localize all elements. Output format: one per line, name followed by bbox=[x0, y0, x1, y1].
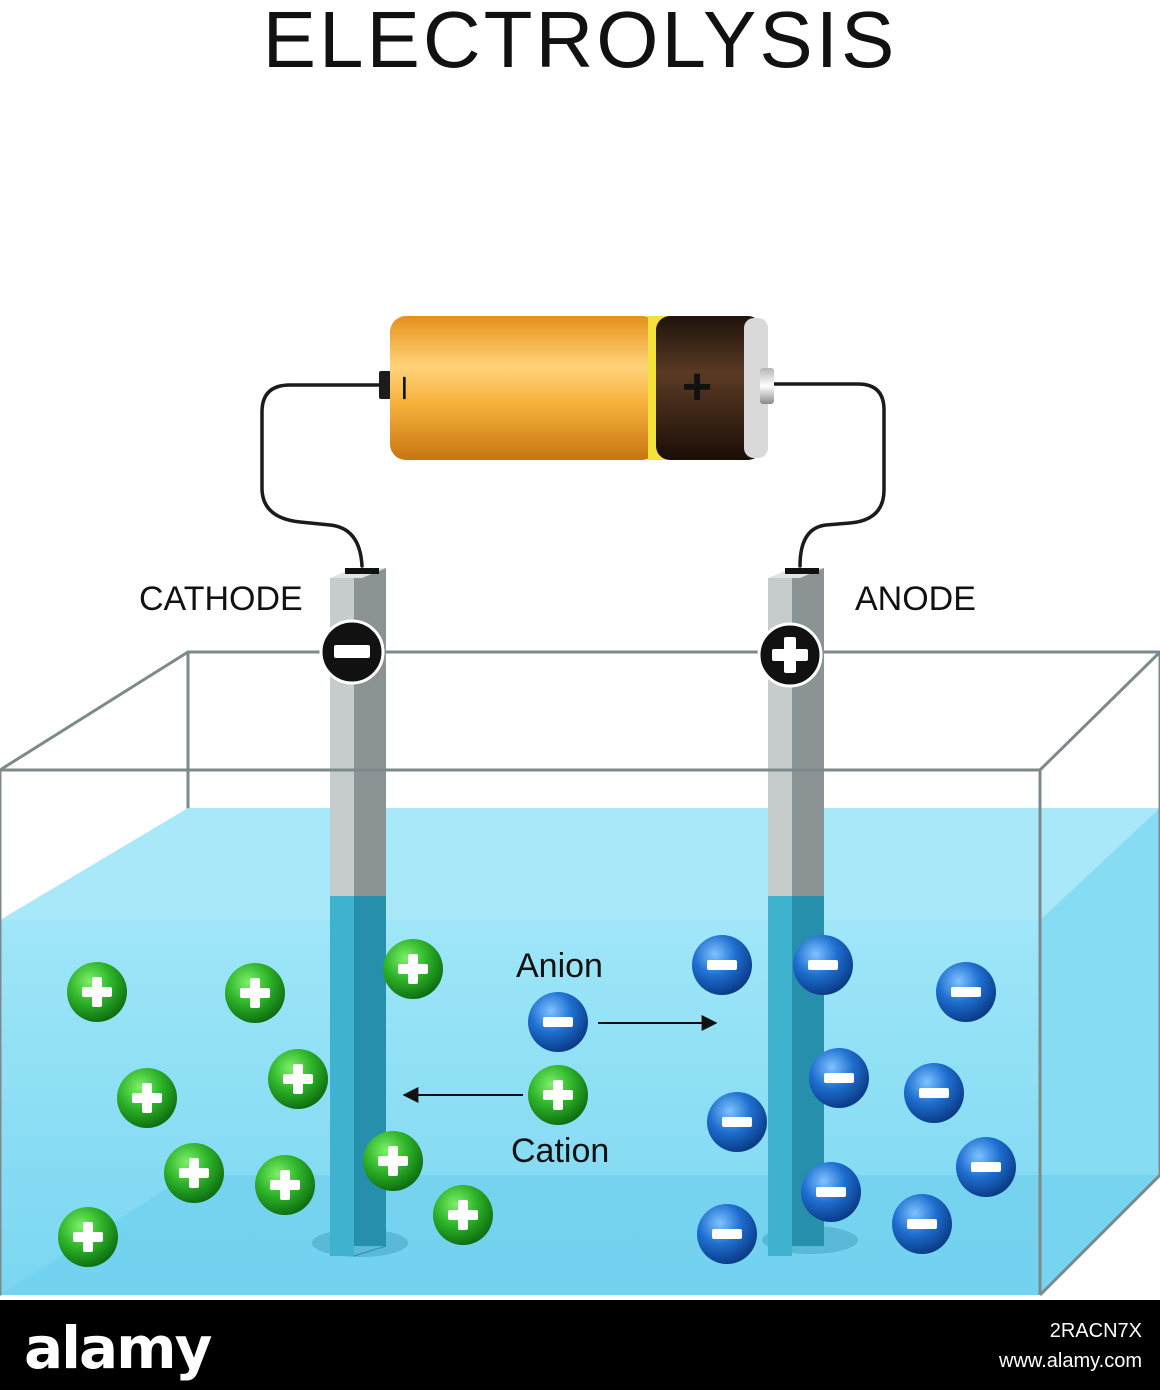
anion-ion bbox=[801, 1162, 861, 1222]
ions bbox=[58, 935, 1016, 1267]
anion-ion bbox=[892, 1194, 952, 1254]
cation-ion bbox=[363, 1131, 423, 1191]
anion-sign-bar bbox=[816, 1187, 846, 1197]
cation-ion bbox=[58, 1207, 118, 1267]
anion-sign-bar bbox=[971, 1162, 1001, 1172]
anode-terminal bbox=[785, 568, 819, 574]
anion-ion bbox=[936, 962, 996, 1022]
anion-ion bbox=[809, 1048, 869, 1108]
cation-ion bbox=[225, 963, 285, 1023]
watermark-site: www.alamy.com bbox=[999, 1350, 1142, 1372]
battery-positive-mark: + bbox=[682, 358, 712, 416]
watermark-bar: alamy 2RACN7X www.alamy.com bbox=[0, 1300, 1160, 1390]
tank-front bbox=[0, 650, 1160, 1297]
wires bbox=[260, 382, 886, 568]
cation-sign-vertical bbox=[280, 1170, 290, 1200]
cation-sign-vertical bbox=[408, 954, 418, 984]
anion-sign-bar bbox=[543, 1017, 573, 1027]
cathode-minus-badge bbox=[319, 619, 385, 685]
cation-ion bbox=[117, 1068, 177, 1128]
anion-sign-bar bbox=[919, 1088, 949, 1098]
anion-sign-bar bbox=[722, 1117, 752, 1127]
cation-ion bbox=[255, 1155, 315, 1215]
anion-label: Anion bbox=[516, 947, 603, 985]
cation-sign-vertical bbox=[293, 1064, 303, 1094]
watermark-logo: alamy bbox=[24, 1314, 212, 1382]
cation-sign-vertical bbox=[388, 1146, 398, 1176]
anode-plus-badge bbox=[757, 622, 823, 688]
battery bbox=[379, 316, 774, 460]
anion-sign-bar bbox=[712, 1229, 742, 1239]
cation-sign-vertical bbox=[189, 1158, 199, 1188]
battery-negative-mark: – bbox=[385, 377, 429, 400]
anion-sign-bar bbox=[707, 960, 737, 970]
cation-sign-vertical bbox=[83, 1222, 93, 1252]
cation-ion bbox=[268, 1049, 328, 1109]
anion-ion bbox=[697, 1204, 757, 1264]
anion-sign-bar bbox=[808, 960, 838, 970]
electrolysis-diagram: – + CATHODE ANODE Anion Cation bbox=[0, 316, 1160, 1297]
anion-ion bbox=[528, 992, 588, 1052]
cation-sign-vertical bbox=[250, 978, 260, 1008]
water bbox=[0, 808, 1160, 1295]
cation-sign-vertical bbox=[142, 1083, 152, 1113]
anode-label: ANODE bbox=[855, 580, 976, 618]
cation-ion bbox=[433, 1185, 493, 1245]
cation-sign-vertical bbox=[92, 977, 102, 1007]
cation-ion bbox=[67, 962, 127, 1022]
cation-ion bbox=[528, 1065, 588, 1125]
cation-sign-vertical bbox=[553, 1080, 563, 1110]
watermark-image-id: 2RACN7X bbox=[1049, 1320, 1142, 1342]
cathode-terminal bbox=[345, 568, 379, 574]
anion-sign-bar bbox=[824, 1073, 854, 1083]
anion-sign-bar bbox=[951, 987, 981, 997]
cation-sign-vertical bbox=[458, 1200, 468, 1230]
cation-ion bbox=[383, 939, 443, 999]
anion-ion bbox=[692, 935, 752, 995]
anion-ion bbox=[793, 935, 853, 995]
cathode-label: CATHODE bbox=[139, 580, 303, 618]
anion-sign-bar bbox=[907, 1219, 937, 1229]
cation-label: Cation bbox=[511, 1132, 609, 1170]
anion-ion bbox=[904, 1063, 964, 1123]
diagram-title: ELECTROLYSIS bbox=[262, 0, 898, 84]
cation-ion bbox=[164, 1143, 224, 1203]
anion-ion bbox=[956, 1137, 1016, 1197]
anion-ion bbox=[707, 1092, 767, 1152]
